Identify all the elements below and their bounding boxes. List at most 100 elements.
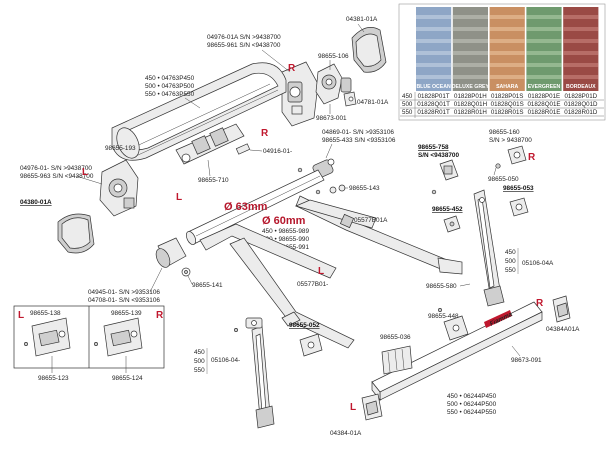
swatch-name: BORDEAUX — [566, 84, 596, 90]
label-04708-01: 04708-01- S/N <9353106 — [88, 297, 160, 304]
label-04380-01a: 04380-01A — [20, 199, 52, 206]
end-plate-left — [361, 393, 383, 421]
label-98655-758: 98655-758 — [418, 144, 449, 151]
end-plate-right — [552, 295, 571, 323]
leg-bracket-98655-052 — [299, 333, 323, 357]
label-98655-036: 98655-036 — [380, 334, 411, 341]
support-arm-left — [199, 223, 355, 349]
cloth-code: 01828R01H — [454, 109, 487, 116]
label-98655-193: 98655-193 — [105, 145, 136, 152]
cloth-size: 550 — [402, 109, 413, 116]
label-98655-143: 98655-143 — [349, 185, 380, 192]
side-marker-r-plate: R — [536, 298, 544, 309]
left-roller-end-plug — [155, 237, 191, 277]
label-550-leg-l: 550 — [194, 367, 205, 374]
support-leg-right — [473, 189, 505, 307]
label-450-06244: 450 • 06244P450 — [447, 393, 497, 400]
dimension-60mm: Ø 60mm — [262, 215, 306, 227]
label-550-leg-r: 550 — [505, 267, 516, 274]
label-450-leg-l: 450 — [194, 349, 205, 356]
label-98655-124: 98655-124 — [112, 375, 143, 382]
left-end-head-assembly — [99, 159, 139, 217]
front-bar-grip — [381, 345, 413, 375]
swatch-deluxe-grey: DELUXE GREY — [452, 7, 490, 91]
label-98655-123: 98655-123 — [38, 375, 69, 382]
front-bar — [371, 301, 543, 401]
cloth-code: 01828P01T — [418, 93, 450, 100]
swatch-blue-ocean: BLUE OCEAN — [416, 7, 452, 91]
arm-bracket-98655-160 — [495, 145, 527, 169]
side-marker-l-arm: L — [318, 266, 324, 277]
side-marker-l-left: L — [82, 167, 88, 178]
label-98655-050: 98655-050 — [488, 176, 519, 183]
label-98655-160: 98655-160 — [489, 129, 520, 136]
side-marker-l-mid: L — [176, 192, 182, 203]
label-550-04763: 550 • 04763P550 — [145, 91, 195, 98]
cloth-code: 01828R01E — [528, 109, 561, 116]
label-500-04763: 500 • 04763P500 — [145, 83, 195, 90]
side-marker-r-top: R — [288, 63, 296, 74]
cloth-code: 01828P01H — [454, 93, 487, 100]
arm-bracket-98655-452 — [443, 215, 461, 233]
label-450-98655-989: 450 • 98655-989 — [262, 228, 309, 235]
swatch-name: BLUE OCEAN — [416, 84, 451, 90]
label-98655-106: 98655-106 — [318, 53, 349, 60]
cloth-size: 500 — [402, 101, 413, 108]
arm-bracket-98655-053 — [509, 197, 529, 217]
side-marker-r-mid: R — [261, 128, 269, 139]
cloth-code: 01828Q01T — [417, 101, 450, 108]
label-04976-01-left: 04976-01- S/N >9438700 — [20, 165, 92, 172]
label-98655-448: 98655-448 — [428, 313, 459, 320]
label-sn-758: S/N <9438700 — [418, 152, 459, 159]
swatch-sahara: SAHARA — [489, 7, 525, 91]
cloth-code: 01828P01S — [491, 93, 523, 100]
cloth-code: 01828Q01H — [454, 101, 487, 108]
label-98655-452: 98655-452 — [432, 206, 463, 213]
side-marker-r-inset: R — [156, 310, 164, 321]
right-end-head-assembly — [281, 61, 357, 127]
roller-case-housing — [111, 62, 287, 161]
label-500-leg-r: 500 — [505, 258, 516, 265]
swatch-name: SAHARA — [496, 84, 518, 90]
label-04381-01a: 04381-01A — [346, 16, 378, 23]
label-98655-580: 98655-580 — [426, 283, 457, 290]
label-04869-01: 04869-01- S/N >9353106 — [322, 129, 394, 136]
label-05577b01: 05577B01- — [297, 281, 328, 288]
inset-lock-box — [13, 305, 165, 369]
support-leg-left — [245, 317, 275, 429]
label-04781-01a: 04781-01A — [357, 99, 389, 106]
label-98655-963: 98655-963 S/N <9438700 — [20, 173, 94, 180]
cloth-size: 450 — [402, 93, 413, 100]
label-05106-04a: 05106-04A — [522, 260, 554, 267]
swatch-bordeaux: BORDEAUX — [563, 7, 599, 91]
swatch-name: EVERGREEN — [528, 84, 561, 90]
label-98655-052: 98655-052 — [289, 322, 320, 329]
swatch-evergreen: EVERGREEN — [526, 7, 562, 91]
cloth-code: 01828R01S — [491, 109, 524, 116]
label-98673-091: 98673-091 — [511, 357, 542, 364]
label-05577b01a: 05577B01A — [354, 217, 388, 224]
label-sn-160: S/N > 9438700 — [489, 137, 532, 144]
side-marker-r-bracket: R — [528, 152, 536, 163]
cloth-code: 01828Q01S — [491, 101, 524, 108]
arm-bracket-98655-758 — [439, 159, 459, 181]
dimension-63mm: Ø 63mm — [224, 201, 268, 213]
label-450-04763: 450 • 04763P450 — [145, 75, 195, 82]
label-05106-04: 05106-04- — [211, 357, 240, 364]
label-04976-01a-top: 04976-01A S/N >9438700 — [207, 34, 281, 41]
label-98655-053: 98655-053 — [503, 185, 534, 192]
label-98655-141: 98655-141 — [192, 282, 223, 289]
label-500-98655-990: 500 • 98655-990 — [262, 236, 309, 243]
cloth-code: 01828R01D — [564, 109, 598, 116]
label-04916-01: 04916-01- — [263, 148, 292, 155]
support-arm-right — [294, 195, 463, 275]
torsion-spring-mechanism — [175, 123, 251, 165]
cloth-code: 01828R01T — [417, 109, 450, 116]
label-98655-710: 98655-710 — [198, 177, 229, 184]
label-98655-138: 98655-138 — [30, 310, 61, 317]
side-marker-l-inset: L — [18, 310, 24, 321]
label-04945-01: 04945-01- S/N >9353106 — [88, 289, 160, 296]
label-500-leg-l: 500 — [194, 358, 205, 365]
